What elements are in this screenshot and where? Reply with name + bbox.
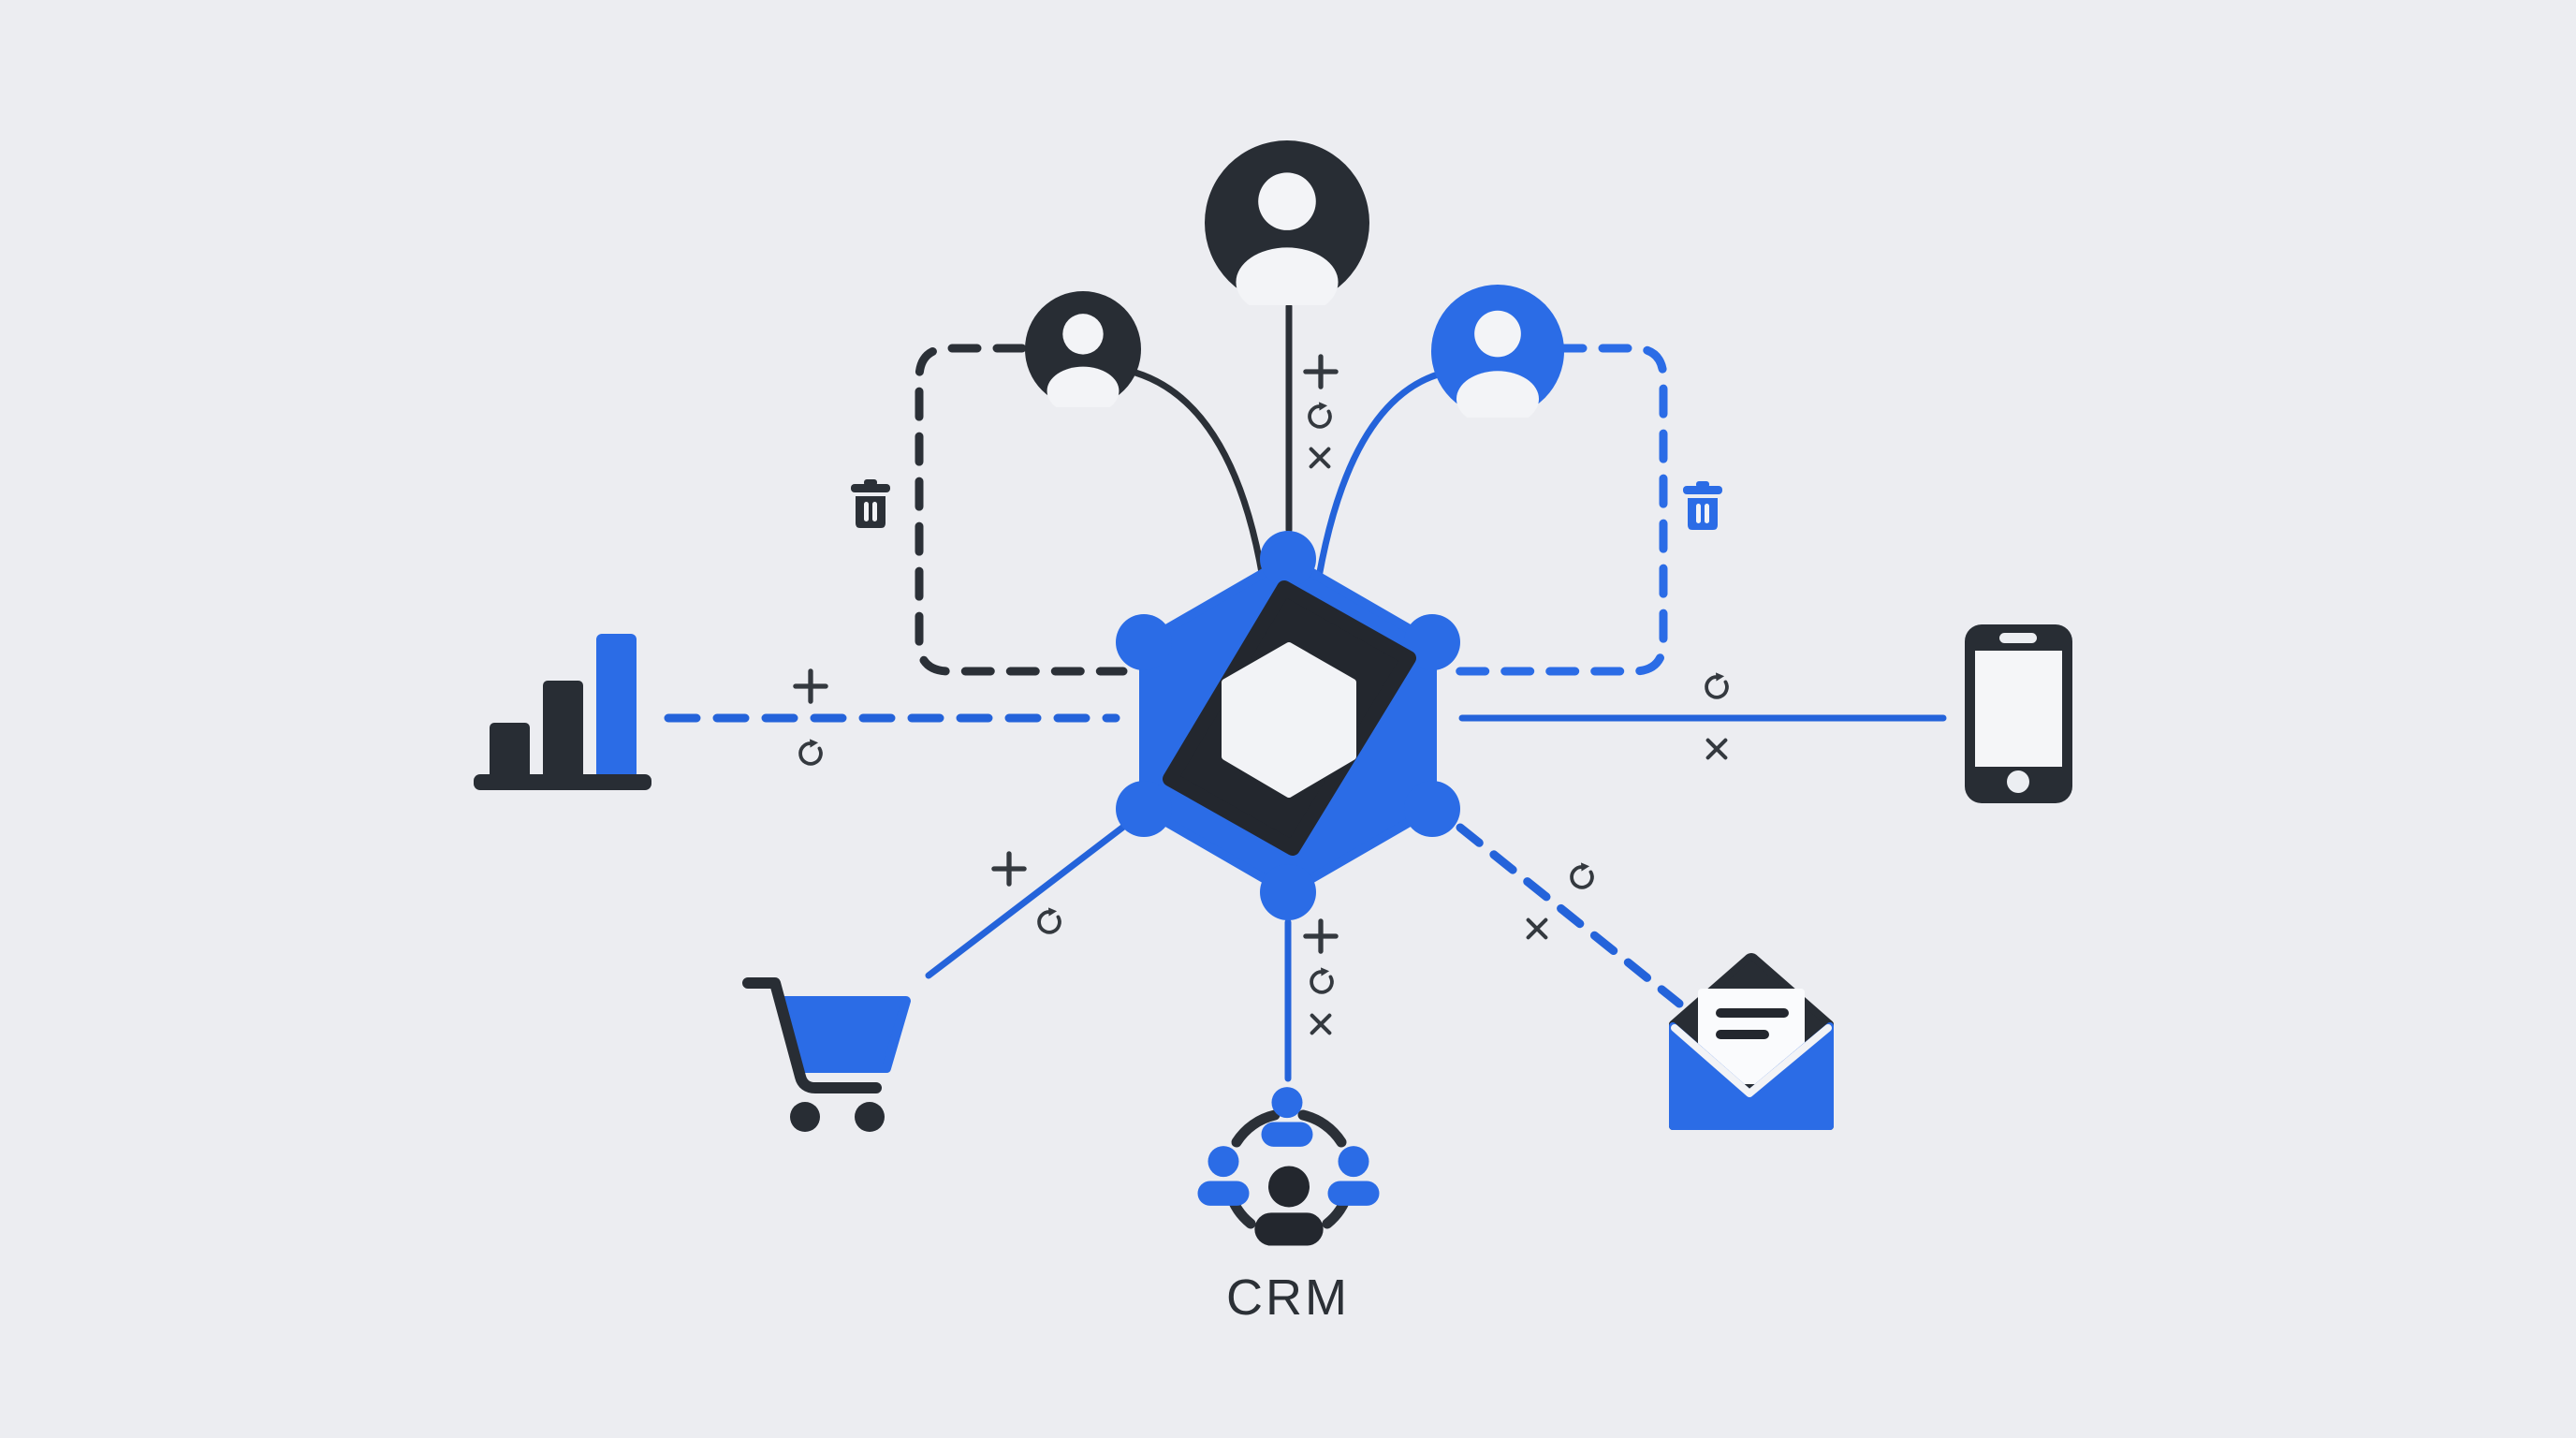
connection-lines xyxy=(664,302,1947,1082)
detour-loop-dark xyxy=(915,344,1128,676)
connector-ecommerce xyxy=(925,809,1146,979)
letter-text-line xyxy=(1716,1008,1789,1018)
trash-icon xyxy=(1683,481,1722,530)
bar-tall xyxy=(596,634,637,779)
hub-node xyxy=(1116,781,1172,837)
integration-hub xyxy=(1116,531,1460,920)
bar-small xyxy=(490,723,530,779)
phone-speaker xyxy=(1999,633,2037,643)
team-network-icon xyxy=(1197,1087,1380,1246)
chart-baseline xyxy=(474,774,651,790)
hub-node xyxy=(1260,531,1316,587)
hub-node xyxy=(1404,781,1460,837)
hub-node xyxy=(1404,614,1460,670)
cart-wheel xyxy=(790,1102,820,1132)
hub-node xyxy=(1116,614,1172,670)
connector-email xyxy=(1456,823,1684,1008)
trash-icon xyxy=(851,479,890,528)
team-ring-arcs xyxy=(1224,1109,1354,1229)
connector-user-secondary xyxy=(1132,369,1269,599)
open-envelope-icon xyxy=(1669,953,1834,1130)
shopping-cart-icon xyxy=(742,977,911,1132)
cart-wheel xyxy=(855,1102,885,1132)
connector-user-tertiary xyxy=(1312,371,1442,597)
detour-loop-blue xyxy=(1446,344,1668,676)
letter-text-line xyxy=(1716,1030,1769,1039)
hub-node xyxy=(1260,864,1316,920)
hub-vertex-nodes xyxy=(1116,531,1460,920)
cart-handle xyxy=(742,977,882,1093)
phone-screen xyxy=(1975,651,2062,767)
phone-home-button xyxy=(2007,770,2029,793)
bar-medium xyxy=(543,681,583,779)
bar-chart-icon xyxy=(474,634,651,790)
crm-label: CRM xyxy=(1226,1269,1350,1326)
envelope-creases xyxy=(1671,1024,1832,1097)
hub-inner-hexagon xyxy=(1222,642,1356,798)
smartphone-icon xyxy=(1965,624,2072,803)
